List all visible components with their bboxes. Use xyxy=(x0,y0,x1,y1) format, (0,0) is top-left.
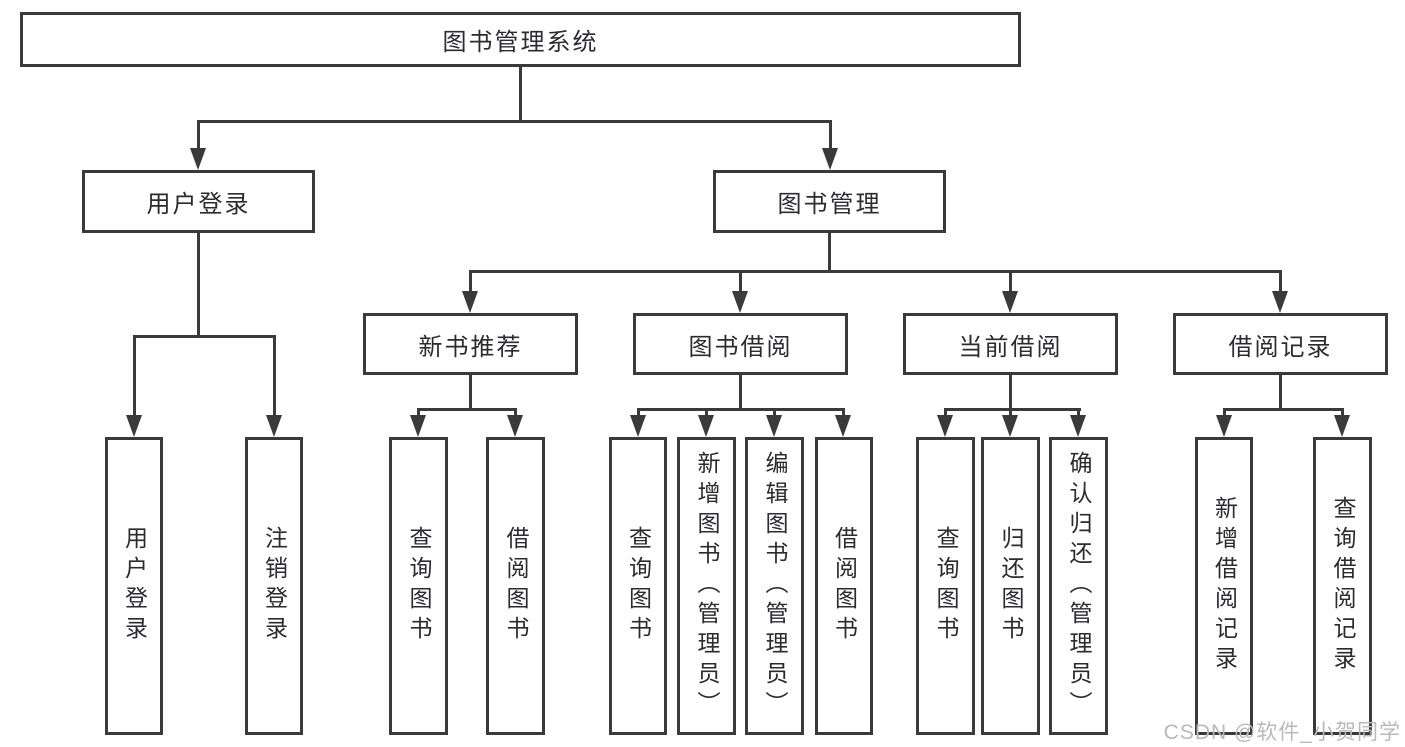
arrow-leaf-login xyxy=(126,415,142,437)
arrow-bb-edit xyxy=(766,415,782,437)
connector-borrowrecord-rail xyxy=(1223,408,1343,411)
leaf-borrow-books-recommend: 借阅图书 xyxy=(486,437,545,735)
connector-drop-bb-borrow xyxy=(842,408,845,418)
connector-drop-bb-edit xyxy=(773,408,776,418)
arrow-book-mgmt xyxy=(822,148,838,170)
arrow-bb-borrow xyxy=(835,415,851,437)
arrow-new-book xyxy=(462,291,478,313)
leaf-query-books-recommend: 查询图书 xyxy=(389,437,448,735)
leaf-query-borrow-record: 查询借阅记录 xyxy=(1313,437,1372,735)
connector-userlogin-stem xyxy=(197,233,200,335)
leaf-logout: 注销登录 xyxy=(245,437,303,735)
arrow-current-borrow xyxy=(1002,291,1018,313)
node-borrow-records: 借阅记录 xyxy=(1173,313,1388,375)
leaf-confirm-return-admin: 确认归还（管理员） xyxy=(1049,437,1108,735)
leaf-query-books-borrow: 查询图书 xyxy=(609,437,667,735)
connector-drop-new-book xyxy=(469,270,472,292)
connector-drop-book-mgmt xyxy=(829,120,832,150)
node-current-borrow: 当前借阅 xyxy=(903,313,1118,375)
leaf-query-books-current: 查询图书 xyxy=(916,437,975,735)
connector-drop-br-query xyxy=(1341,408,1344,418)
connector-drop-bb-query xyxy=(637,408,640,418)
arrow-nb-query xyxy=(410,415,426,437)
node-book-management: 图书管理 xyxy=(713,170,946,233)
leaf-edit-books-admin: 编辑图书（管理员） xyxy=(745,437,804,735)
arrow-cb-query xyxy=(937,415,953,437)
node-new-book-recommend: 新书推荐 xyxy=(363,313,578,375)
connector-currentborrow-stem xyxy=(1009,375,1012,408)
connector-bookborrow-stem xyxy=(739,375,742,408)
connector-drop-br-add xyxy=(1223,408,1226,418)
arrow-borrow-record xyxy=(1272,291,1288,313)
leaf-add-borrow-record: 新增借阅记录 xyxy=(1195,437,1253,735)
connector-bookmgmt-stem xyxy=(828,233,831,270)
arrow-nb-borrow xyxy=(507,415,523,437)
arrow-bb-query xyxy=(630,415,646,437)
leaf-add-books-admin: 新增图书（管理员） xyxy=(677,437,736,735)
connector-newbook-rail xyxy=(417,408,517,411)
leaf-borrow-books: 借阅图书 xyxy=(815,437,873,735)
node-user-login: 用户登录 xyxy=(82,170,315,233)
connector-drop-nb-borrow xyxy=(514,408,517,418)
connector-drop-cb-return xyxy=(1009,408,1012,418)
connector-newbook-stem xyxy=(469,375,472,408)
connector-bookborrow-rail xyxy=(637,408,845,411)
arrow-cb-return xyxy=(1002,415,1018,437)
connector-root-rail xyxy=(197,120,831,123)
arrow-cb-confirm xyxy=(1070,415,1086,437)
arrow-leaf-logout xyxy=(266,415,282,437)
arrow-bb-add xyxy=(698,415,714,437)
connector-drop-leaf-logout xyxy=(273,335,276,415)
arrow-book-borrow xyxy=(732,291,748,313)
connector-drop-cb-query xyxy=(944,408,947,418)
connector-borrowrecord-stem xyxy=(1279,375,1282,408)
connector-drop-bb-add xyxy=(705,408,708,418)
csdn-watermark: CSDN @软件_小贺同学 xyxy=(1163,721,1401,744)
connector-root-stem xyxy=(519,67,522,120)
connector-drop-current-borrow xyxy=(1009,270,1012,292)
connector-drop-book-borrow xyxy=(739,270,742,292)
connector-drop-cb-confirm xyxy=(1077,408,1080,418)
leaf-return-books: 归还图书 xyxy=(981,437,1040,735)
leaf-user-login: 用户登录 xyxy=(105,437,163,735)
arrow-br-add xyxy=(1216,415,1232,437)
node-root-library-system: 图书管理系统 xyxy=(20,12,1021,67)
connector-userlogin-rail xyxy=(133,335,275,338)
arrow-user-login xyxy=(190,148,206,170)
connector-drop-nb-query xyxy=(417,408,420,418)
connector-drop-user-login xyxy=(197,120,200,150)
node-book-borrow: 图书借阅 xyxy=(633,313,848,375)
connector-drop-leaf-login xyxy=(133,335,136,415)
arrow-br-query xyxy=(1334,415,1350,437)
connector-bookmgmt-rail xyxy=(469,270,1282,273)
connector-currentborrow-rail xyxy=(944,408,1081,411)
connector-drop-borrow-record xyxy=(1279,270,1282,292)
